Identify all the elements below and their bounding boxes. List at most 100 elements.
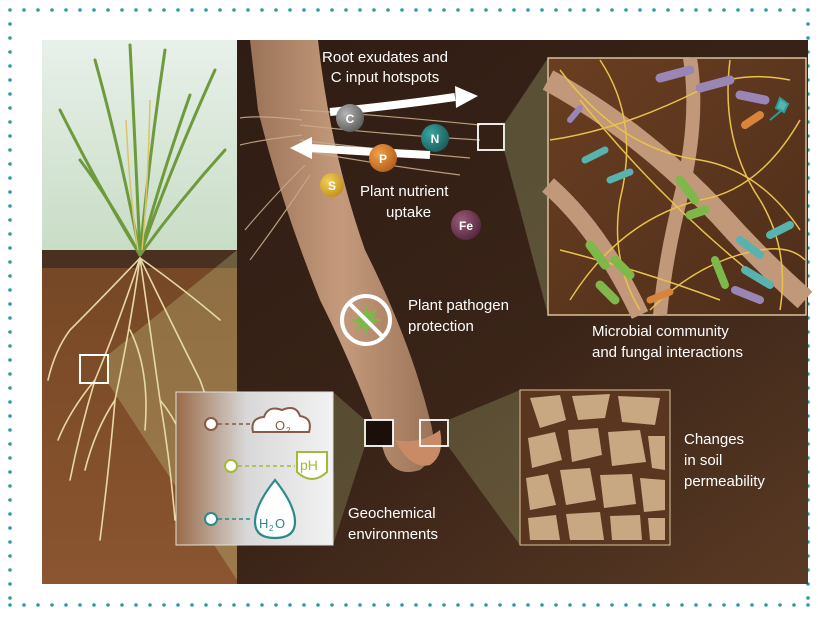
- border-dot: [708, 8, 712, 12]
- border-dot: [8, 372, 12, 376]
- border-dot: [778, 8, 782, 12]
- border-dot: [386, 8, 390, 12]
- border-dot: [316, 603, 320, 607]
- border-dot: [568, 8, 572, 12]
- border-dot: [246, 603, 250, 607]
- border-dot: [8, 344, 12, 348]
- border-dot: [624, 603, 628, 607]
- border-dot: [8, 176, 12, 180]
- svg-text:C: C: [346, 112, 355, 126]
- border-dot: [372, 603, 376, 607]
- border-dot: [638, 8, 642, 12]
- microbial-panel: [548, 58, 806, 315]
- nutrient-s: S: [320, 173, 344, 197]
- border-dot: [330, 603, 334, 607]
- border-dot: [134, 8, 138, 12]
- exudates-label-line1: Root exudates and: [322, 49, 448, 66]
- border-dot: [148, 603, 152, 607]
- pathogen-label-line1: Plant pathogen: [408, 297, 509, 314]
- svg-text:P: P: [379, 152, 387, 166]
- permeability-label-line2: in soil: [684, 452, 722, 469]
- permeability-panel: [520, 390, 670, 545]
- border-dot: [806, 603, 810, 607]
- border-dot: [582, 8, 586, 12]
- border-dot: [288, 8, 292, 12]
- border-dot: [302, 603, 306, 607]
- border-dot: [106, 603, 110, 607]
- border-dot: [484, 8, 488, 12]
- border-dot: [8, 596, 12, 600]
- uptake-label-line1: Plant nutrient: [360, 183, 449, 200]
- border-dot: [330, 8, 334, 12]
- border-dot: [498, 603, 502, 607]
- exudates-label-line2: C input hotspots: [331, 69, 439, 86]
- border-dot: [8, 512, 12, 516]
- border-dot: [36, 603, 40, 607]
- nutrient-c: C: [336, 104, 364, 132]
- border-dot: [610, 603, 614, 607]
- border-dot: [8, 204, 12, 208]
- border-dot: [8, 526, 12, 530]
- svg-text:S: S: [328, 179, 336, 193]
- border-dot: [596, 603, 600, 607]
- border-dot: [134, 603, 138, 607]
- nutrient-fe: Fe: [451, 210, 481, 240]
- border-dot: [358, 8, 362, 12]
- border-dot: [596, 8, 600, 12]
- svg-text:N: N: [431, 132, 440, 146]
- border-dot: [64, 8, 68, 12]
- border-dot: [8, 274, 12, 278]
- border-dot: [792, 603, 796, 607]
- border-dot: [120, 8, 124, 12]
- border-dot: [8, 358, 12, 362]
- border-dot: [218, 603, 222, 607]
- border-dot: [806, 596, 810, 600]
- rhizosphere-box: [365, 420, 393, 446]
- border-dot: [176, 8, 180, 12]
- border-dot: [8, 134, 12, 138]
- border-dot: [218, 8, 222, 12]
- border-dot: [8, 603, 12, 607]
- border-dot: [8, 78, 12, 82]
- border-dot: [386, 603, 390, 607]
- border-dot: [792, 8, 796, 12]
- border-dot: [8, 232, 12, 236]
- nutrient-n: N: [421, 124, 449, 152]
- border-dot: [302, 8, 306, 12]
- border-dot: [428, 603, 432, 607]
- border-dot: [722, 8, 726, 12]
- border-dot: [624, 8, 628, 12]
- border-dot: [8, 316, 12, 320]
- border-dot: [274, 8, 278, 12]
- border-dot: [190, 603, 194, 607]
- border-dot: [652, 8, 656, 12]
- border-dot: [232, 603, 236, 607]
- border-dot: [78, 603, 82, 607]
- border-dot: [204, 603, 208, 607]
- permeability-label-line3: permeability: [684, 473, 765, 490]
- border-dot: [456, 8, 460, 12]
- border-dot: [50, 8, 54, 12]
- border-dot: [8, 190, 12, 194]
- pathogen-label-line2: protection: [408, 318, 474, 335]
- border-dot: [764, 8, 768, 12]
- border-dot: [806, 36, 810, 40]
- border-dot: [806, 22, 810, 26]
- border-dot: [8, 260, 12, 264]
- svg-text:H: H: [259, 516, 268, 531]
- uptake-label-line2: uptake: [386, 204, 431, 221]
- border-dot: [610, 8, 614, 12]
- border-dot: [8, 106, 12, 110]
- border-dot: [442, 8, 446, 12]
- geochemical-label-line1: Geochemical: [348, 505, 436, 522]
- border-dot: [204, 8, 208, 12]
- border-dot: [344, 603, 348, 607]
- border-dot: [8, 386, 12, 390]
- border-dot: [8, 64, 12, 68]
- border-dot: [8, 218, 12, 222]
- border-dot: [260, 8, 264, 12]
- border-dot: [92, 603, 96, 607]
- border-dot: [162, 8, 166, 12]
- border-dot: [498, 8, 502, 12]
